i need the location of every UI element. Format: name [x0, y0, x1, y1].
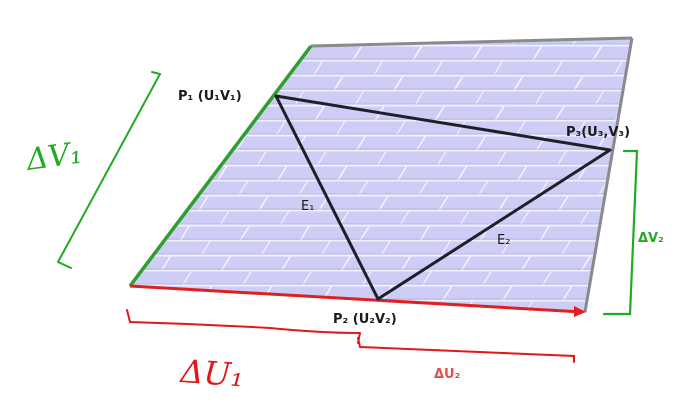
p2-label: P₂ (U₂V₂) [333, 312, 397, 327]
dv2-bracket [602, 149, 639, 316]
triangle-p1-p2-p3 [274, 94, 612, 301]
plane-top-edge [310, 36, 633, 48]
dv1-handwritten-label: ΔV₁ [23, 136, 84, 179]
p3-label: P₃(U₃,V₃) [566, 125, 630, 140]
du1-handwritten-label: ΔU₁ [177, 352, 244, 394]
dv1-bracket [57, 71, 161, 269]
du2-label: ΔU₂ [434, 367, 460, 382]
p1-label: P₁ (U₁V₁) [178, 89, 242, 104]
e1-label: E₁ [301, 199, 314, 214]
u-axis-arrowhead [574, 306, 586, 317]
du2-bracket [357, 337, 575, 363]
du1-bracket [126, 309, 361, 344]
plane-bottom-edge-u-axis [129, 284, 583, 314]
brick-texture-plane [130, 38, 632, 312]
plane-left-edge-v-axis [128, 44, 313, 288]
plane-right-edge [583, 37, 634, 313]
dv2-label: ΔV₂ [638, 231, 664, 246]
e2-label: E₂ [497, 233, 510, 248]
